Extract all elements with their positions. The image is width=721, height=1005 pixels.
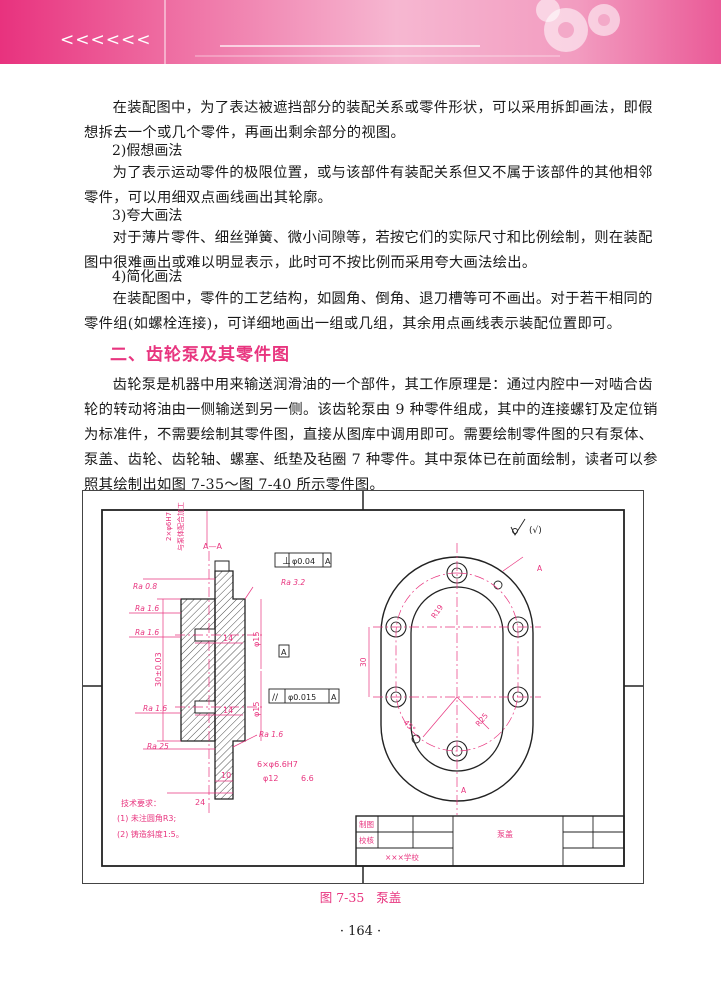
header-graphic (0, 0, 721, 64)
hole-note-3: 6.6 (301, 774, 314, 783)
roughness-label: Ra 0.8 (133, 582, 157, 591)
roughness-label: Ra 3.2 (281, 578, 305, 587)
header-chevrons: <<<<<< (60, 30, 152, 50)
drawing-svg: ⊥ φ0.04 A // φ0.015 A A A—A 2×φ6H7 与泵体配合… (83, 491, 643, 883)
method-title: 2)假想画法 (112, 143, 183, 159)
hole-note-1: 6×φ6.6H7 (257, 760, 298, 769)
tech-item: (1) 未注圆角R3; (117, 813, 176, 823)
text-line: 泵盖、齿轮、齿轮轴、螺塞、纸垫及毡圈 7 种零件。其中泵体已在前面绘制，读者可以… (84, 452, 658, 468)
method-title: 3)夸大画法 (112, 208, 183, 224)
figure-caption: 图 7-35 泵盖 (319, 890, 402, 905)
section-heading: 二、齿轮泵及其零件图 (110, 345, 290, 365)
tolerance-frames (268, 552, 340, 704)
text-line: 齿轮泵是机器中用来输送润滑油的一个部件，其工作原理是：通过内腔中一对啮合齿 (112, 377, 653, 393)
method-paragraph: 在装配图中，零件的工艺结构，如圆角、倒角、退刀槽等可不画出。对于若干相同的 零件… (84, 287, 653, 337)
dimension-lines (129, 511, 262, 794)
hole-note-2: φ12 (263, 774, 278, 783)
body-paragraph: 齿轮泵是机器中用来输送润滑油的一个部件，其工作原理是：通过内腔中一对啮合齿 轮的… (84, 373, 658, 498)
roughness-label: Ra 1.6 (135, 628, 159, 637)
tol-perp-value: φ0.04 (292, 557, 315, 566)
method-paragraph: 为了表示运动零件的极限位置，或与该部件有装配关系但又不属于该部件的其他相邻 零件… (84, 161, 653, 211)
roughness-label: Ra 25 (147, 742, 169, 751)
center-lines (373, 543, 541, 815)
text-line: 在装配图中，零件的工艺结构，如圆角、倒角、退刀槽等可不画出。对于若干相同的 (112, 291, 653, 307)
title-block-part-name: 泵盖 (497, 829, 513, 839)
dim-r25: R25 (474, 711, 491, 728)
drawing-border (101, 509, 625, 867)
dim-r19: R19 (429, 603, 445, 620)
text-line: 图中很难画出或难以明显表示，此时可不按比例而采用夸大画法绘出。 (84, 255, 537, 271)
tol-perp-symbol: ⊥ (282, 556, 291, 567)
tol-perp-datum: A (325, 557, 331, 566)
intro-paragraph: 在装配图中，为了表达被遮挡部分的装配关系或零件形状，可以采用拆卸画法，即假 想拆… (84, 96, 653, 146)
tol-par-symbol: // (272, 693, 279, 703)
text-line: 照其绘制出如图 7-35～图 7-40 所示零件图。 (84, 477, 385, 493)
text-line: 零件组(如螺栓连接)，可详细地画出一组或几组，其余用点画线表示装配位置即可。 (84, 316, 622, 332)
surface-roughness-icon (510, 518, 526, 536)
note-vertical: 2×φ6H7 (165, 512, 173, 541)
datum-a-box: A (281, 648, 287, 657)
tol-par-value: φ0.015 (288, 693, 316, 702)
text-line: 零件，可以用细双点画线画出其轮廓。 (84, 190, 333, 206)
section-view (175, 551, 263, 813)
right-dimension-lines (368, 556, 524, 738)
page-header-band: <<<<<< (0, 0, 721, 76)
text-line: 想拆去一个或几个零件，再画出剩余部分的视图。 (84, 125, 406, 141)
text-line: 对于薄片零件、细丝弹簧、微小间隙等，若按它们的实际尺寸和比例绘制，则在装配 (112, 230, 653, 246)
title-block-draw: 制图 (359, 819, 374, 829)
title-block (355, 815, 625, 867)
text-line: 在装配图中，为了表达被遮挡部分的装配关系或零件形状，可以采用拆卸画法，即假 (112, 100, 653, 116)
figure-pump-cover-drawing: ⊥ φ0.04 A // φ0.015 A A A—A 2×φ6H7 与泵体配合… (82, 490, 644, 884)
section-label: A—A (203, 542, 222, 551)
dim-24: 24 (195, 798, 205, 807)
tol-par-datum: A (331, 693, 337, 702)
tech-item: (2) 铸造斜度1:5。 (117, 829, 184, 839)
tech-title: 技术要求： (121, 798, 161, 808)
text-line: 为了表示运动零件的极限位置，或与该部件有装配关系但又不属于该部件的其他相邻 (112, 165, 653, 181)
text-line: 轮的转动将油由一侧输送到另一侧。该齿轮泵由 9 种零件组成，其中的连接螺钉及定位… (84, 402, 658, 418)
view-arrow-a-bottom: A (461, 786, 467, 795)
method-title: 4)简化画法 (112, 269, 183, 285)
dim-dia15a: φ15 (252, 632, 261, 647)
page-number: · 164 · (339, 924, 382, 939)
surface-mark-text: (√) (529, 525, 542, 536)
roughness-label: Ra 1.6 (259, 730, 283, 739)
dim-14a: 14 (223, 634, 233, 643)
method-paragraph: 对于薄片零件、细丝弹簧、微小间隙等，若按它们的实际尺寸和比例绘制，则在装配 图中… (84, 226, 653, 276)
text-line: 为标准件，不需要绘制其零件图，直接从图库中调用即可。需要绘制零件图的只有泵体、 (84, 427, 654, 443)
dim-10: 10 (221, 771, 231, 780)
note-vertical-2: 与泵体配合加工 (176, 502, 185, 551)
roughness-label: Ra 1.6 (143, 704, 167, 713)
title-block-check: 校核 (359, 835, 374, 845)
dim-30-tol: 30±0.03 (154, 652, 163, 687)
dim-dia15b: φ15 (252, 702, 261, 717)
view-arrow-a-top: A (537, 564, 543, 573)
roughness-label: Ra 1.6 (135, 604, 159, 613)
title-block-school: ×××学校 (385, 852, 419, 862)
dim-14b: 14 (223, 706, 233, 715)
dim-30: 30 (359, 657, 368, 667)
